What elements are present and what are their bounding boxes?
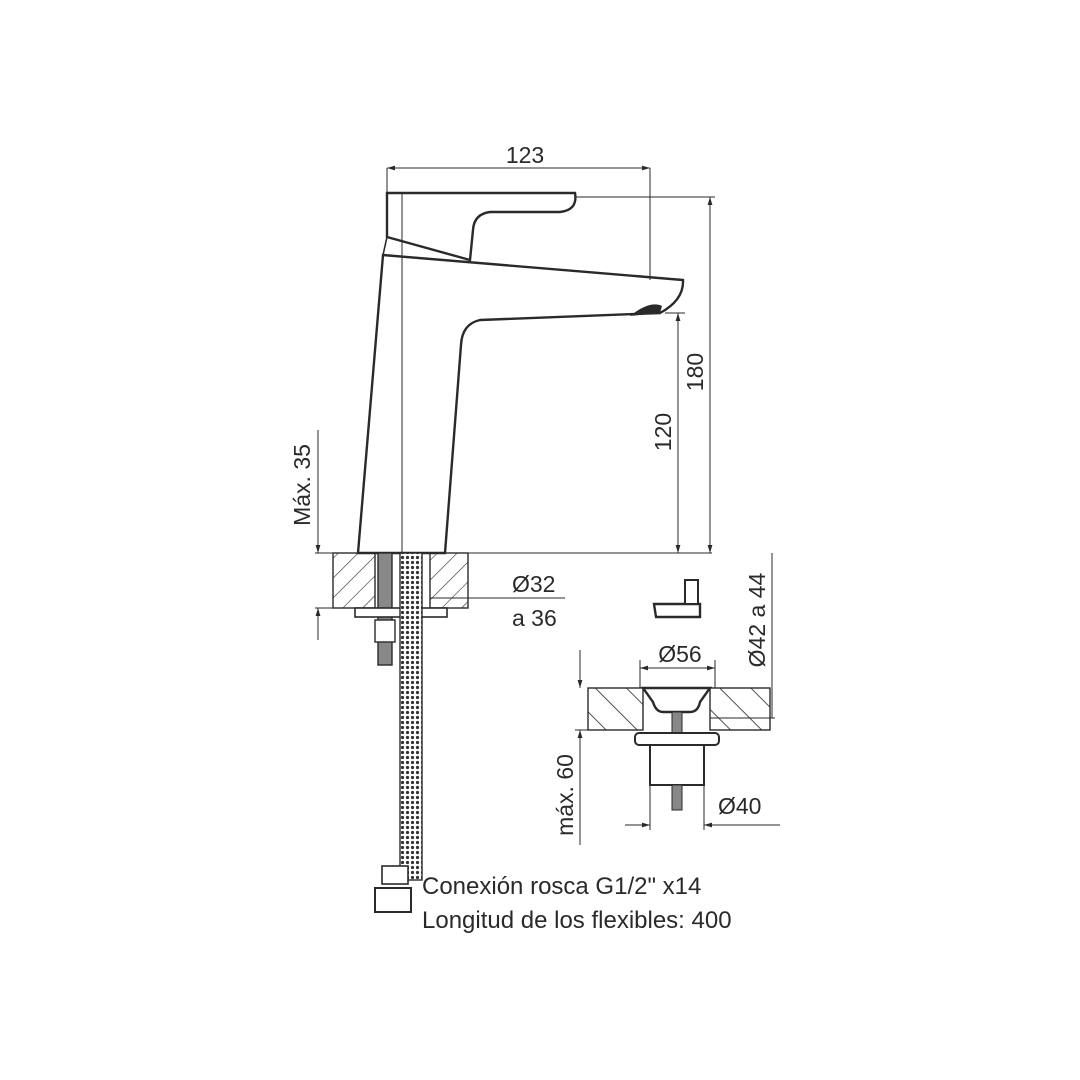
drain-assembly: [575, 553, 780, 845]
dim-height-180: 180: [682, 353, 708, 391]
dim-drain-40: Ø40: [718, 793, 761, 819]
countertop-section: [332, 552, 469, 913]
dim-hole-36: a 36: [512, 605, 557, 631]
dim-max-60: máx. 60: [552, 754, 578, 836]
faucet-body: [356, 191, 685, 555]
dim-max-35: Máx. 35: [289, 444, 315, 526]
dim-height-120: 120: [650, 413, 676, 451]
dim-drain-hole: Ø42 a 44: [744, 572, 770, 667]
dim-flange-56: Ø56: [658, 641, 701, 667]
dim-hole-32: Ø32: [512, 571, 555, 597]
note-connection: Conexión rosca G1/2" x14: [422, 873, 701, 900]
dim-width-123: 123: [506, 142, 544, 168]
dimension-lines: [315, 165, 715, 640]
note-hose-length: Longitud de los flexibles: 400: [422, 907, 732, 934]
